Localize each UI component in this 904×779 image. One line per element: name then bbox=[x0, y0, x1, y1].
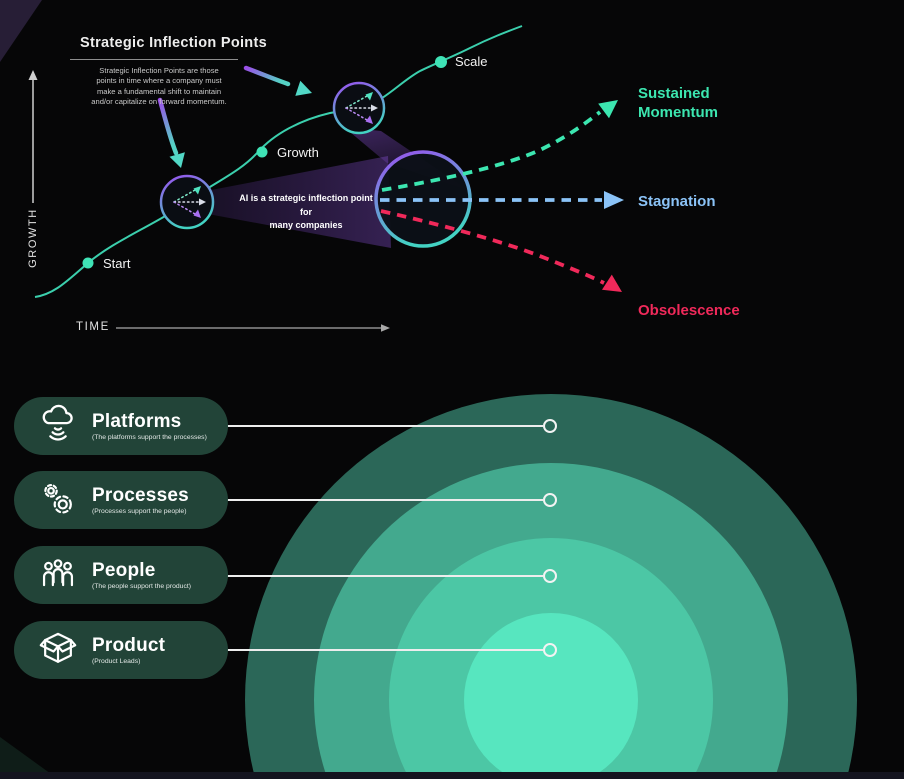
y-axis-label: GROWTH bbox=[27, 208, 39, 268]
connector-endpoint-processes bbox=[543, 493, 557, 507]
ai-note-line: AI is a strategic inflection point for bbox=[239, 193, 373, 217]
people-group-icon bbox=[34, 553, 82, 597]
description-line: points in time where a company must bbox=[96, 76, 222, 86]
gears-icon bbox=[34, 478, 82, 522]
milestone-start: Start bbox=[103, 256, 131, 271]
connector-line-processes bbox=[225, 499, 543, 501]
layer-title: People bbox=[92, 560, 156, 581]
inflection-circle-1 bbox=[159, 174, 215, 230]
layer-title: Product bbox=[92, 635, 166, 656]
chart-description: Strategic Inflection Points are those po… bbox=[58, 66, 260, 108]
description-line: and/or capitalize on forward momentum. bbox=[91, 97, 227, 107]
x-axis-label: TIME bbox=[76, 321, 110, 333]
cloud-signal-icon bbox=[34, 403, 82, 449]
layer-pill-processes[interactable]: Processes (Processes support the people) bbox=[14, 471, 228, 529]
layer-subtitle: (The platforms support the processes) bbox=[92, 434, 207, 441]
obsolescence-arrow bbox=[380, 209, 622, 292]
connector-line-product bbox=[225, 649, 543, 651]
description-line: Strategic Inflection Points are those bbox=[99, 66, 219, 75]
title-divider bbox=[70, 59, 238, 60]
ai-note: AI is a strategic inflection point for m… bbox=[236, 192, 376, 233]
growth-curve-diagram bbox=[28, 25, 624, 332]
connector-endpoint-product bbox=[543, 643, 557, 657]
open-box-icon bbox=[34, 628, 82, 672]
time-axis bbox=[116, 324, 390, 332]
pointer-arrow-1 bbox=[157, 97, 185, 168]
layer-pill-product[interactable]: Product (Product Leads) bbox=[14, 621, 228, 679]
inflection-circle-2 bbox=[332, 81, 386, 135]
layer-title: Platforms bbox=[92, 411, 182, 432]
growth-axis bbox=[28, 70, 38, 203]
sustained-momentum-arrow bbox=[381, 100, 618, 192]
layer-title: Processes bbox=[92, 485, 189, 506]
description-line: make a fundamental shift to maintain bbox=[96, 86, 222, 96]
connector-line-platforms bbox=[225, 425, 543, 427]
layer-pill-platforms[interactable]: Platforms (The platforms support the pro… bbox=[14, 397, 228, 455]
outcome-stagnation: Stagnation bbox=[638, 193, 716, 210]
layer-subtitle: (The people support the product) bbox=[92, 583, 191, 590]
milestone-scale: Scale bbox=[455, 54, 488, 69]
connector-endpoint-platforms bbox=[543, 419, 557, 433]
layer-pill-people[interactable]: People (The people support the product) bbox=[14, 546, 228, 604]
outcome-sustained-momentum: Sustained Momentum bbox=[638, 85, 718, 121]
chart-title: Strategic Inflection Points bbox=[80, 35, 267, 51]
milestone-growth: Growth bbox=[277, 145, 319, 160]
bottom-edge-bar bbox=[0, 772, 904, 779]
milestone-dots bbox=[82, 56, 447, 269]
stagnation-arrow bbox=[380, 191, 624, 209]
layer-subtitle: (Processes support the people) bbox=[92, 508, 187, 515]
pointer-arrow-2 bbox=[243, 65, 312, 96]
connector-endpoint-people bbox=[543, 569, 557, 583]
outcome-obsolescence: Obsolescence bbox=[638, 302, 740, 319]
layer-subtitle: (Product Leads) bbox=[92, 658, 141, 665]
connector-line-people bbox=[225, 575, 543, 577]
magnified-inflection-circle bbox=[374, 150, 472, 248]
stack-ring-product bbox=[464, 613, 638, 779]
ai-note-line: many companies bbox=[269, 220, 343, 230]
